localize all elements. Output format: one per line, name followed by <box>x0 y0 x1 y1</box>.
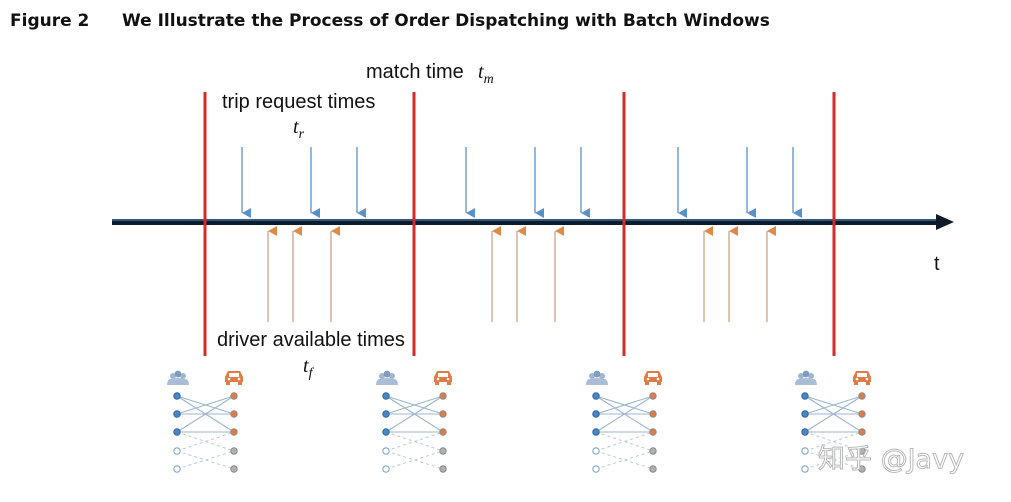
candidate-edge <box>595 450 654 470</box>
driver-node <box>858 428 866 436</box>
trip-request-symbol: tr <box>293 116 305 142</box>
match-edge <box>385 395 444 433</box>
rider-node <box>592 392 600 400</box>
rider-node <box>801 410 809 418</box>
driver-node <box>439 447 447 455</box>
car-icon <box>644 371 662 385</box>
candidate-edge <box>595 431 654 452</box>
driver-node <box>649 428 657 436</box>
rider-node <box>801 465 809 473</box>
candidate-edge <box>385 431 444 452</box>
rider-node <box>382 447 390 455</box>
driver-available-arrows <box>267 226 776 322</box>
rider-group-icon <box>376 370 398 385</box>
matching-graph-2 <box>376 370 452 473</box>
trip-request-arrows <box>241 147 802 218</box>
rider-group-icon <box>795 370 817 385</box>
rider-node <box>382 465 390 473</box>
figure-title: We Illustrate the Process of Order Dispa… <box>122 11 770 31</box>
time-axis-label: t <box>934 253 940 275</box>
rider-node <box>592 428 600 436</box>
trip-request-label: trip request times <box>222 91 375 113</box>
driver-node <box>230 428 238 436</box>
matching-graphs <box>167 370 871 473</box>
match-time-symbol: tm <box>478 61 494 87</box>
timeline-axis <box>112 214 954 230</box>
match-edge <box>804 395 863 433</box>
rider-node <box>173 410 181 418</box>
candidate-edge <box>385 450 444 470</box>
car-icon <box>434 371 452 385</box>
driver-node <box>230 410 238 418</box>
match-time-label: match time <box>366 61 464 83</box>
candidate-edge <box>176 431 235 452</box>
driver-node <box>230 447 238 455</box>
candidate-edge <box>804 450 863 470</box>
matching-graph-3 <box>586 370 662 473</box>
match-edge <box>385 395 444 415</box>
candidate-edge <box>804 450 863 470</box>
driver-node <box>649 410 657 418</box>
rider-node <box>173 447 181 455</box>
driver-node <box>230 392 238 400</box>
candidate-edge <box>176 450 235 470</box>
rider-node <box>592 410 600 418</box>
match-edge <box>176 395 235 433</box>
driver-node <box>858 410 866 418</box>
rider-node <box>382 392 390 400</box>
driver-available-label: driver available times <box>217 329 405 351</box>
driver-node <box>858 447 866 455</box>
match-edge <box>595 395 654 433</box>
watermark: 知乎 @Javy <box>818 444 964 475</box>
candidate-edge <box>385 450 444 470</box>
matching-graph-4 <box>795 370 871 473</box>
rider-group-icon <box>586 370 608 385</box>
candidate-edge <box>176 450 235 470</box>
driver-node <box>439 410 447 418</box>
rider-node <box>801 447 809 455</box>
rider-node <box>382 410 390 418</box>
driver-node <box>858 465 866 473</box>
rider-node <box>173 465 181 473</box>
candidate-edge <box>804 431 863 452</box>
figure-label: Figure 2 <box>10 11 90 31</box>
rider-group-icon <box>167 370 189 385</box>
rider-node <box>801 392 809 400</box>
car-icon <box>853 371 871 385</box>
driver-node <box>439 392 447 400</box>
candidate-edge <box>595 450 654 470</box>
driver-node <box>858 392 866 400</box>
rider-node <box>592 447 600 455</box>
rider-node <box>592 465 600 473</box>
rider-node <box>173 428 181 436</box>
driver-node <box>439 428 447 436</box>
match-edge <box>595 395 654 415</box>
driver-node <box>649 447 657 455</box>
driver-node <box>439 465 447 473</box>
rider-node <box>801 428 809 436</box>
driver-node <box>230 465 238 473</box>
driver-node <box>649 392 657 400</box>
car-icon <box>225 371 243 385</box>
driver-node <box>649 465 657 473</box>
match-edge <box>804 395 863 415</box>
rider-node <box>382 428 390 436</box>
rider-node <box>173 392 181 400</box>
matching-graph-1 <box>167 370 243 473</box>
figure-caption: Figure 2 We Illustrate the Process of Ord… <box>10 11 770 31</box>
batch-window-boundaries <box>203 92 836 356</box>
match-edge <box>176 395 235 415</box>
driver-available-symbol: tf <box>303 355 315 381</box>
